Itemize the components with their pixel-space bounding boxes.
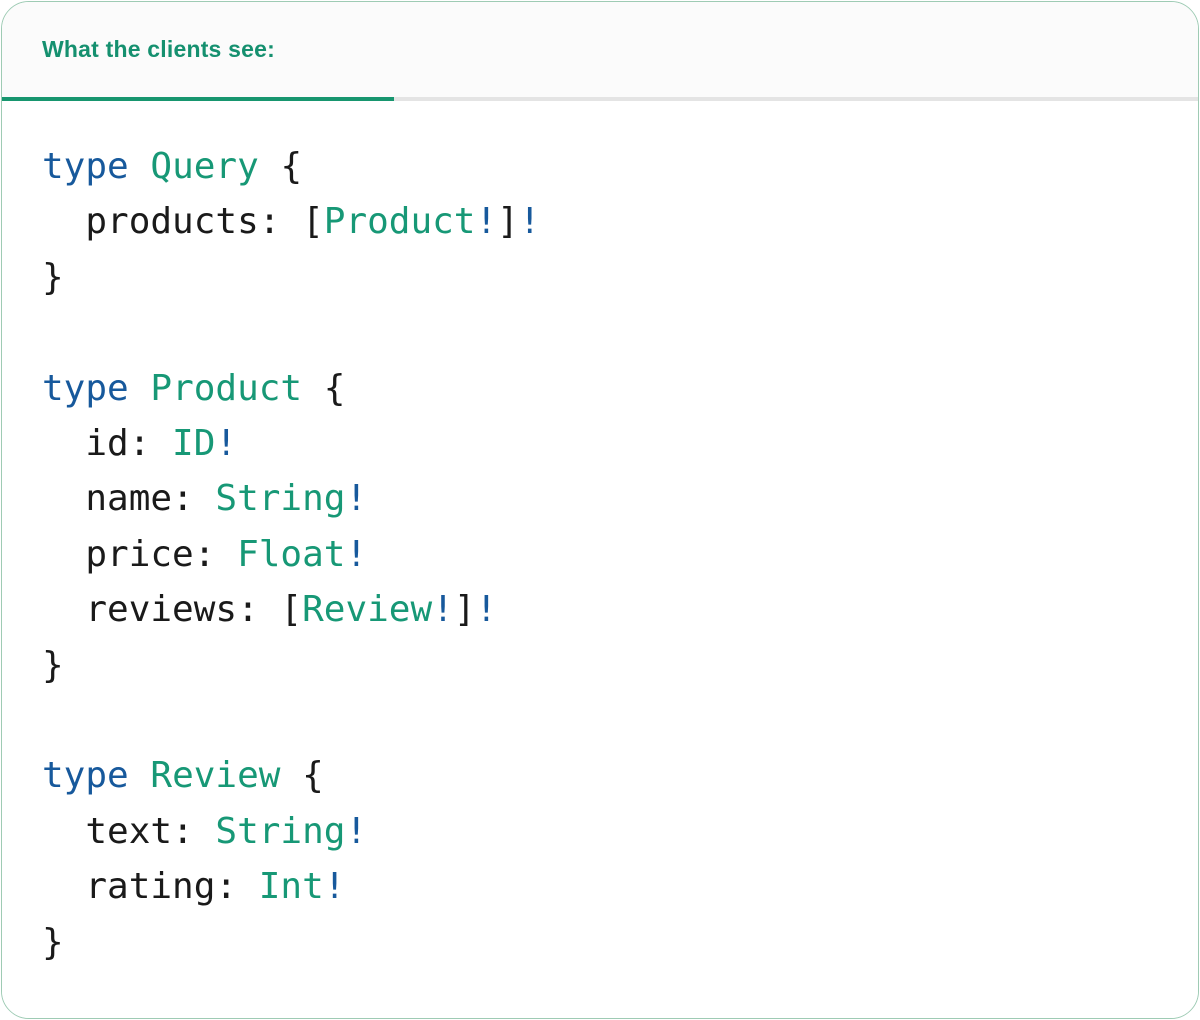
code-line: products: [Product!]! <box>42 194 1178 249</box>
code-token-type: ID <box>172 423 216 465</box>
code-token-plain: } <box>42 256 64 298</box>
code-token-kw: type <box>42 755 129 797</box>
code-token-kw: type <box>42 367 129 409</box>
code-line <box>42 693 1178 748</box>
code-line: } <box>42 250 1178 305</box>
code-line: reviews: [Review!]! <box>42 582 1178 637</box>
code-token-kw: ! <box>345 478 368 520</box>
code-token-kw: ! <box>345 533 368 575</box>
code-token-plain: price: <box>42 533 238 575</box>
code-token-kw: ! <box>345 810 368 852</box>
code-line: text: String! <box>42 804 1178 859</box>
code-token-kw: ! <box>323 866 346 908</box>
schema-code: type Query { products: [Product!]!} type… <box>42 139 1178 970</box>
code-token-plain: } <box>42 644 64 686</box>
code-line: type Review { <box>42 748 1178 803</box>
code-line: } <box>42 638 1178 693</box>
code-token-kw: ! <box>475 589 498 631</box>
code-token-plain: { <box>302 367 346 409</box>
code-line: id: ID! <box>42 416 1178 471</box>
code-token-type: Int <box>258 866 324 908</box>
code-token-kw: ! <box>432 589 454 631</box>
code-token-type: Query <box>150 146 259 187</box>
code-token-kw: type <box>42 146 129 187</box>
code-token-plain: { <box>280 755 324 797</box>
code-token-plain: name: <box>42 478 216 520</box>
tab-what-clients-see[interactable]: What the clients see: <box>2 2 394 101</box>
code-token-plain: { <box>258 146 303 187</box>
code-token-type: Product <box>150 367 303 409</box>
code-token-plain <box>129 146 151 187</box>
card-header: What the clients see: <box>2 2 1198 101</box>
code-token-plain: rating: <box>42 866 259 908</box>
code-token-plain: ] <box>497 201 519 243</box>
code-line: name: String! <box>42 471 1178 526</box>
code-token-plain: } <box>42 921 64 963</box>
code-token-plain <box>129 755 151 796</box>
code-token-type: String <box>215 478 346 520</box>
code-token-plain: reviews: [ <box>42 589 303 631</box>
code-token-type: Review <box>302 589 433 631</box>
code-token-kw: ! <box>475 201 498 243</box>
tab-label: What the clients see: <box>42 36 275 62</box>
code-token-type: Product <box>323 201 476 243</box>
code-line: type Product { <box>42 361 1178 416</box>
code-token-type: Review <box>150 755 281 797</box>
code-token-plain: text: <box>42 810 216 852</box>
code-token-plain: products: [ <box>42 201 324 243</box>
schema-code-block: type Query { products: [Product!]!} type… <box>2 101 1198 1018</box>
code-line: rating: Int! <box>42 859 1178 914</box>
code-token-type: String <box>215 810 346 852</box>
code-token-plain: ] <box>453 589 476 631</box>
code-token-kw: ! <box>518 201 541 243</box>
code-line <box>42 305 1178 360</box>
code-token-kw: ! <box>215 423 238 465</box>
code-line: price: Float! <box>42 527 1178 582</box>
code-line: type Query { <box>42 139 1178 194</box>
code-token-type: Float <box>237 533 346 575</box>
code-token-plain <box>129 368 151 409</box>
code-token-plain: id: <box>42 423 173 465</box>
code-line: } <box>42 915 1178 970</box>
